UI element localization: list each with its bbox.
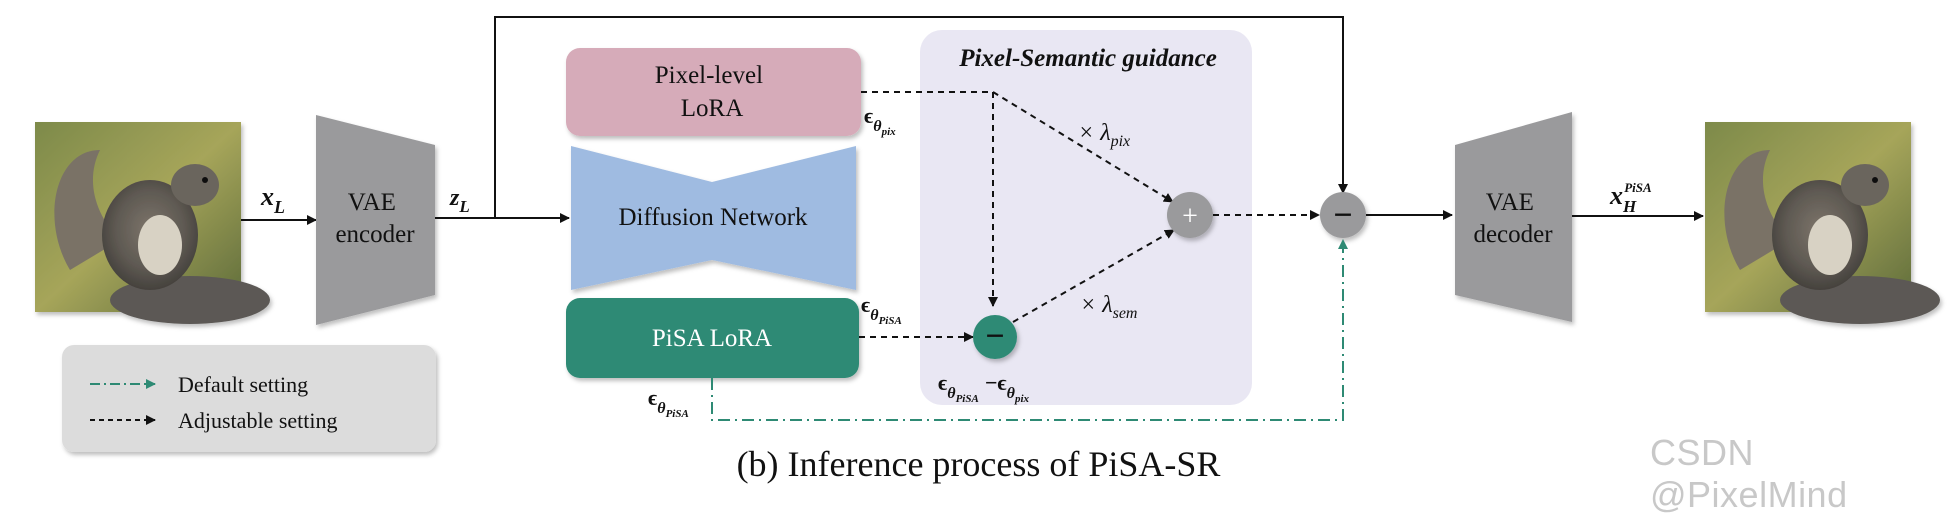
- output-image: [1705, 122, 1940, 324]
- skip-connection: [494, 16, 1348, 218]
- pixel-lora-label: Pixel-level LoRA: [655, 62, 770, 122]
- minus-to-plus: [1012, 229, 1175, 323]
- semantic-minus-node: [973, 315, 1017, 359]
- input-image: [35, 122, 270, 324]
- output-label: xHPiSA: [1609, 180, 1652, 216]
- pix-to-plus: [992, 91, 1174, 203]
- figure-caption: (b) Inference process of PiSA-SR: [736, 444, 1221, 484]
- pipeline-diagram: Pixel-Semantic guidance xL VAE encoder z…: [35, 16, 1940, 452]
- vae-decoder-label: VAE decoder: [1473, 189, 1553, 248]
- final-minus-node: [1320, 192, 1366, 238]
- vae-encoder-label: VAE encoder: [335, 189, 415, 248]
- default-path: [711, 239, 1348, 421]
- pisa-lora-block: [566, 298, 859, 378]
- plus-symbol: +: [1182, 201, 1198, 232]
- eps-pisa-bottom-label: ϵθPiSA: [648, 385, 689, 420]
- legend-box: [62, 345, 436, 452]
- lambda-pix-label: × λpix: [1078, 120, 1130, 150]
- diffusion-network-label: Diffusion Network: [618, 204, 808, 231]
- pixel-lora-block: [566, 48, 861, 136]
- latent-label: zL: [449, 185, 470, 216]
- vae-decoder: [1455, 112, 1572, 322]
- guidance-panel: [920, 30, 1252, 405]
- eps-pix-label: ϵθpix: [864, 103, 896, 138]
- legend-default-label: Default setting: [178, 372, 308, 397]
- final-minus-symbol: −: [1333, 197, 1352, 234]
- input-label: xL: [260, 182, 285, 217]
- lambda-sem-label: × λsem: [1080, 292, 1137, 322]
- eps-pisa-label: ϵθPiSA: [861, 292, 902, 327]
- diffusion-network-shape: [571, 146, 856, 290]
- vae-encoder: [316, 115, 435, 325]
- eps-diff-label: ϵθPiSA−ϵθpix: [938, 370, 1029, 405]
- plus-node: [1167, 192, 1213, 238]
- legend-adjustable-label: Adjustable setting: [178, 408, 337, 433]
- watermark: CSDN @PixelMind: [1650, 432, 1848, 515]
- pisa-lora-label: PiSA LoRA: [652, 325, 772, 352]
- semantic-minus-symbol: −: [985, 318, 1004, 355]
- guidance-title: Pixel-Semantic guidance: [958, 45, 1217, 72]
